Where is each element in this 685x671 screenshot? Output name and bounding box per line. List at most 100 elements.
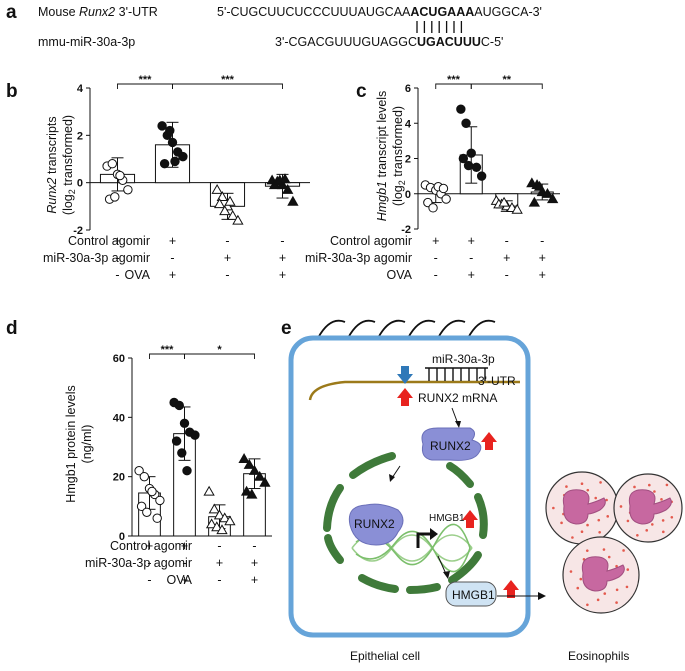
treatment-label: miR-30a-3p agomir: [305, 251, 412, 265]
data-point: [219, 512, 231, 523]
y-tick-label: 4: [405, 118, 412, 130]
runx2-cyto-label: RUNX2: [430, 439, 471, 453]
eosinophil-granule: [603, 592, 607, 595]
dna-strand: [351, 534, 473, 562]
treatment-symbol: +: [146, 539, 153, 553]
cilium: [347, 319, 376, 339]
data-point: [246, 488, 258, 499]
runx2-mrna-strand: [308, 380, 520, 401]
data-point: [238, 453, 250, 463]
treatment-symbol: -: [280, 234, 284, 248]
data-point: [541, 187, 554, 198]
data-point: [224, 515, 236, 526]
arrow-line: [437, 555, 447, 575]
data-point: [159, 159, 170, 169]
panel-c-chart: c Hmgb1 transcript levels (log2 transfor…: [305, 74, 560, 282]
treatment-symbol: +: [251, 573, 258, 587]
treatment-symbol: -: [434, 268, 438, 282]
y-tick-label: 60: [113, 353, 125, 365]
data-point: [134, 466, 144, 476]
y-tick-label: -2: [401, 224, 411, 236]
significance-label: ***: [447, 74, 461, 86]
arrowhead: [430, 528, 438, 540]
significance-bracket: [172, 83, 283, 89]
eosinophil-granule: [571, 536, 574, 539]
eosinophil-granule: [560, 521, 563, 525]
eosinophils: [545, 471, 683, 614]
eosinophil-granule: [648, 483, 651, 487]
base-pair-lines: [416, 21, 463, 33]
panel-c-letter: c: [356, 81, 367, 102]
eosinophil-granule: [580, 530, 584, 533]
eosinophil-granule: [594, 496, 598, 500]
data-point: [171, 436, 182, 446]
data-point: [211, 183, 223, 194]
eosinophil-granule: [660, 498, 663, 501]
data-point: [461, 118, 471, 128]
eosinophil-granule: [665, 483, 669, 487]
eosinophil-granule: [662, 530, 665, 534]
treatment-symbol: +: [468, 234, 475, 248]
panel-c-ylabel-1: Hmgb1 transcript levels: [375, 91, 389, 222]
data-point: [115, 170, 125, 181]
data-point: [157, 121, 167, 131]
eosinophil-granule: [602, 548, 606, 551]
eosinophil-granule: [626, 568, 630, 571]
nuclear-envelope-segment: [323, 484, 344, 532]
eosinophil-granule: [619, 505, 623, 508]
data-point: [471, 162, 482, 173]
data-point: [458, 153, 469, 164]
data-point: [219, 205, 231, 216]
eosinophil-granule: [653, 490, 656, 493]
data-point: [546, 193, 559, 204]
data-point: [224, 195, 236, 206]
panel-d-chart: d Hmgb1 protein levels (ng/ml) 0204060**…: [6, 318, 272, 587]
data-point: [240, 485, 253, 496]
cilium: [467, 319, 496, 339]
eosinophil-granule: [586, 488, 590, 492]
eosinophil-granule: [622, 549, 625, 552]
eosinophil-granule: [599, 481, 602, 484]
up-arrow-icon: [481, 432, 497, 450]
eosinophil-granule: [596, 598, 600, 602]
treatment-symbol: +: [539, 251, 546, 265]
y-tick-label: 6: [405, 83, 411, 95]
data-point: [174, 400, 185, 411]
treatment-symbol: -: [434, 251, 438, 265]
eosinophil-nucleus: [628, 489, 672, 525]
arrowhead: [455, 421, 461, 428]
data-point: [259, 476, 271, 487]
nuclear-envelope: [323, 452, 488, 594]
treatment-symbol: -: [170, 251, 174, 265]
treatment-symbol: -: [115, 251, 119, 265]
data-point: [179, 418, 190, 428]
treatment-label: Control agomir: [330, 234, 412, 248]
data-point: [456, 104, 466, 114]
panel-b-ylabel-1: Runx2 transcripts: [45, 116, 59, 213]
significance-bracket: [184, 353, 255, 359]
eosinophil-granule: [606, 515, 610, 518]
nuclear-envelope-segment: [324, 534, 344, 564]
nuclear-envelope-segment: [349, 452, 396, 479]
cell-caption: Epithelial cell: [350, 649, 420, 663]
treatment-label: Control agomir: [110, 539, 192, 553]
mirna-binding: [425, 367, 488, 381]
data-point: [136, 501, 147, 512]
data-point: [243, 458, 255, 469]
treatment-label: OVA: [387, 268, 413, 282]
data-point: [155, 495, 165, 506]
up-arrow-icon: [397, 388, 413, 406]
data-point: [463, 160, 474, 171]
nuclear-envelope-segment: [448, 551, 482, 584]
data-point: [167, 137, 178, 148]
panel-e-letter: e: [281, 318, 292, 339]
data-point: [287, 195, 299, 206]
treatment-symbol: +: [432, 234, 439, 248]
data-point: [208, 503, 220, 514]
hmgb1-protein-label: HMGB1: [452, 588, 495, 602]
y-tick-label: 20: [113, 472, 125, 484]
eosinophil-granule: [552, 506, 555, 510]
utr-label: 3'-UTR: [478, 374, 516, 388]
arrowhead: [443, 571, 450, 579]
